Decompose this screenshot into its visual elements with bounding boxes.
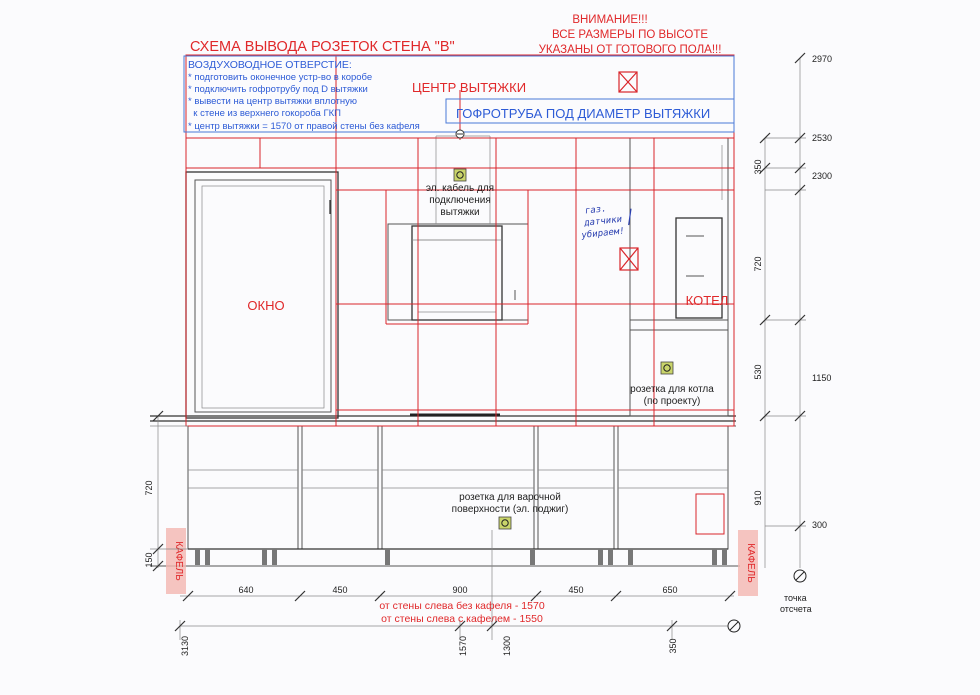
vent-note-heading: ВОЗДУХОВОДНОЕ ОТВЕРСТИЕ: bbox=[188, 59, 352, 71]
vent-note-line: * центр вытяжки = 1570 от правой стены б… bbox=[188, 121, 420, 132]
height-mark: 2530 bbox=[812, 133, 832, 143]
height-dim: 720 bbox=[753, 256, 763, 271]
window-label: ОКНО bbox=[247, 298, 284, 313]
bottom-mark: 3130 bbox=[180, 636, 190, 656]
width-dim: 450 bbox=[332, 585, 347, 595]
left-dimension-chain: 720 150 bbox=[144, 410, 188, 572]
height-mark: 1150 bbox=[812, 373, 831, 383]
vent-note: ВОЗДУХОВОДНОЕ ОТВЕРСТИЕ: * подготовить о… bbox=[188, 59, 420, 132]
left-dim: 150 bbox=[144, 552, 154, 567]
hob-socket-icon bbox=[498, 516, 512, 530]
duct-outlet-icon bbox=[455, 129, 465, 139]
drawing-title: СХЕМА ВЫВОДА РОЗЕТОК СТЕНА "В" bbox=[190, 39, 455, 55]
vent-note-line: * вывести на центр вытяжки вплотную bbox=[188, 96, 357, 107]
vent-note-line: * подготовить оконечное устр-во в коробе bbox=[188, 72, 372, 83]
height-dim: 530 bbox=[753, 364, 763, 379]
vent-note-line: к стене из верхнего гокороба ГКП bbox=[188, 108, 341, 119]
origin-label: точка bbox=[784, 593, 807, 603]
height-mark: 300 bbox=[812, 520, 827, 530]
tile-grid bbox=[185, 54, 735, 427]
height-mark: 2300 bbox=[812, 171, 832, 181]
boiler-socket-icon bbox=[660, 361, 674, 375]
warning-line-1: ВНИМАНИЕ!!! bbox=[572, 14, 647, 26]
hood-cable-label: подключения bbox=[429, 195, 491, 206]
origin-point-icon bbox=[793, 569, 807, 583]
from-left-tile-note: от стены слева с кафелем - 1550 bbox=[381, 613, 543, 625]
furniture-lines bbox=[150, 135, 740, 567]
width-dim: 450 bbox=[568, 585, 583, 595]
tile-label-text: КАФЕЛЬ bbox=[173, 541, 184, 581]
crossed-out-marker-icon bbox=[618, 71, 638, 93]
bottom-coordinate-line: 3130 1570 1300 350 bbox=[174, 530, 741, 656]
origin-label: отсчета bbox=[780, 604, 812, 614]
hob-socket-label: поверхности (эл. поджиг) bbox=[452, 504, 569, 515]
tile-label-text: КАФЕЛЬ bbox=[745, 543, 756, 583]
width-dim: 900 bbox=[452, 585, 467, 595]
hood-center-label: ЦЕНТР ВЫТЯЖКИ bbox=[412, 80, 526, 95]
height-dim: 910 bbox=[753, 490, 763, 505]
height-dim: 350 bbox=[753, 159, 763, 174]
boiler-socket-label: розетка для котла bbox=[630, 384, 714, 395]
bottom-mark: 1300 bbox=[502, 636, 512, 656]
hob-socket-label: розетка для варочной bbox=[459, 492, 561, 503]
boiler-label: КОТЕЛ bbox=[686, 293, 729, 308]
gas-note-line: датчики bbox=[583, 215, 623, 229]
hood-cable-socket-icon bbox=[453, 168, 467, 182]
width-dim: 650 bbox=[662, 585, 677, 595]
origin-point-icon bbox=[727, 619, 741, 633]
tile-label-right: КАФЕЛЬ bbox=[738, 530, 758, 596]
bottom-mark: 1570 bbox=[458, 636, 468, 656]
width-dim: 640 bbox=[238, 585, 253, 595]
warning-line-2: ВСЕ РАЗМЕРЫ ПО ВЫСОТЕ bbox=[552, 29, 708, 41]
width-dimension-chain: 640 450 900 450 650 bbox=[180, 585, 736, 602]
left-dim: 720 bbox=[144, 480, 154, 495]
corrugated-pipe-label: ГОФРОТРУБА ПОД ДИАМЕТР ВЫТЯЖКИ bbox=[456, 106, 710, 121]
vent-note-line: * подключить гофротрубу под D вытяжки bbox=[188, 84, 368, 95]
hood-cable-label: вытяжки bbox=[440, 207, 479, 218]
tile-label-left: КАФЕЛЬ bbox=[166, 528, 186, 594]
height-dimension-chain: 2970 2530 2300 1150 300 350 720 530 910 … bbox=[753, 52, 832, 614]
from-left-no-tile-note: от стены слева без кафеля - 1570 bbox=[379, 600, 545, 612]
gas-note-line: убираем! bbox=[580, 226, 625, 242]
bottom-mark: 350 bbox=[668, 638, 678, 653]
hood-cable-label: эл. кабель для bbox=[426, 182, 494, 194]
boiler-socket-label: (по проекту) bbox=[644, 396, 701, 407]
gas-note-line: газ. bbox=[585, 204, 608, 216]
height-mark: 2970 bbox=[812, 54, 832, 64]
warning-line-3: УКАЗАНЫ ОТ ГОТОВОГО ПОЛА!!! bbox=[539, 44, 722, 56]
crossed-out-marker-icon bbox=[619, 247, 639, 271]
gas-sensor-note: газ. датчики убираем! bbox=[580, 204, 632, 242]
